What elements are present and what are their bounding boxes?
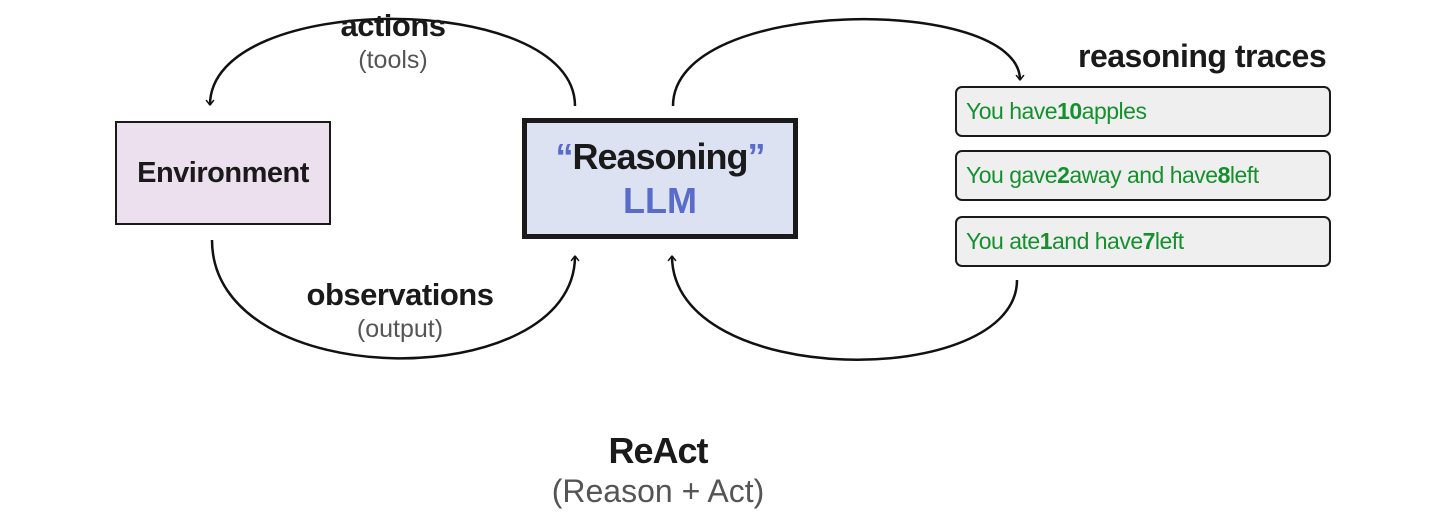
trace-number: 2 [1057, 162, 1070, 188]
actions-sublabel: (tools) [358, 46, 428, 74]
footer-subtitle: (Reason + Act) [551, 473, 765, 509]
observations-label: observations [306, 277, 494, 312]
environment-label: Environment [137, 156, 309, 189]
trace-text: You gave [966, 162, 1058, 188]
trace-item: You ate 1 and have 7 left [955, 216, 1331, 267]
reasoning-llm-box: “Reasoning” LLM [522, 118, 798, 239]
trace-text: You have [966, 98, 1058, 124]
to-traces-arrow [671, 17, 1025, 107]
trace-text: You ate [966, 228, 1040, 254]
trace-text: apples [1081, 98, 1147, 124]
footer: ReAct (Reason + Act) [508, 430, 808, 510]
actions-label-group: actions (tools) [293, 8, 493, 75]
trace-number: 10 [1057, 98, 1082, 124]
actions-label: actions [340, 8, 446, 43]
llm-title-text: Reasoning [572, 135, 748, 177]
trace-number: 7 [1142, 228, 1156, 254]
llm-subtitle: LLM [623, 179, 697, 221]
trace-text: left [1154, 228, 1184, 254]
trace-item: You have 10 apples [955, 86, 1331, 137]
reasoning-traces-heading: reasoning traces [1078, 38, 1327, 74]
llm-open-quote: “ [555, 135, 573, 177]
observations-sublabel: (output) [356, 315, 444, 343]
footer-title: ReAct [608, 430, 708, 471]
trace-text: left [1229, 162, 1259, 188]
observations-label-group: observations (output) [280, 277, 520, 344]
observations-arrow [210, 239, 580, 360]
trace-number: 8 [1217, 162, 1231, 188]
environment-box: Environment [115, 121, 331, 225]
trace-text: and have [1051, 228, 1143, 254]
llm-title: “Reasoning” [555, 135, 766, 179]
from-traces-arrow [667, 255, 1019, 361]
actions-arrow [205, 17, 577, 107]
trace-number: 1 [1039, 228, 1053, 254]
trace-text: away and have [1069, 162, 1218, 188]
llm-close-quote: ” [747, 135, 766, 177]
trace-item: You gave 2 away and have 8 left [955, 150, 1331, 201]
